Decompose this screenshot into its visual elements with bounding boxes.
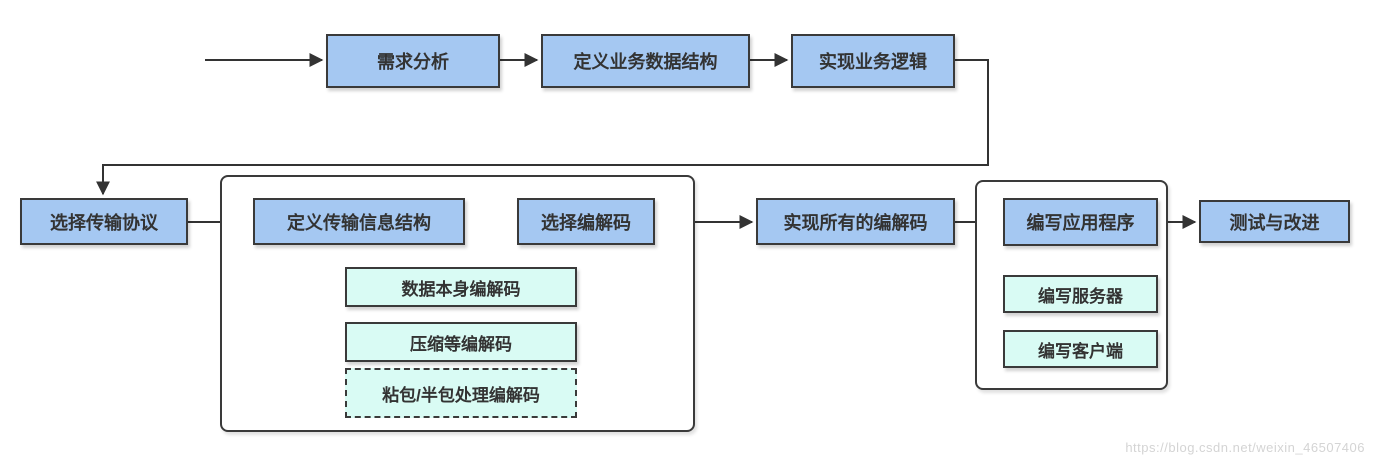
node-define-transmission-info: 定义传输信息结构 [253, 198, 465, 245]
node-select-transport-protocol: 选择传输协议 [20, 198, 188, 245]
csdn-watermark: https://blog.csdn.net/weixin_46507406 [1125, 440, 1365, 455]
node-implement-business-logic: 实现业务逻辑 [791, 34, 955, 88]
node-write-application: 编写应用程序 [1003, 198, 1158, 246]
node-implement-all-codecs: 实现所有的编解码 [756, 198, 955, 245]
node-write-client: 编写客户端 [1003, 330, 1158, 368]
node-define-business-data: 定义业务数据结构 [541, 34, 750, 88]
node-select-codec: 选择编解码 [517, 198, 655, 245]
node-write-server: 编写服务器 [1003, 275, 1158, 313]
node-data-codec: 数据本身编解码 [345, 267, 577, 307]
node-test-improve: 测试与改进 [1199, 200, 1350, 243]
node-requirements: 需求分析 [326, 34, 500, 88]
node-packet-split-codec: 粘包/半包处理编解码 [345, 368, 577, 418]
node-compression-codec: 压缩等编解码 [345, 322, 577, 362]
